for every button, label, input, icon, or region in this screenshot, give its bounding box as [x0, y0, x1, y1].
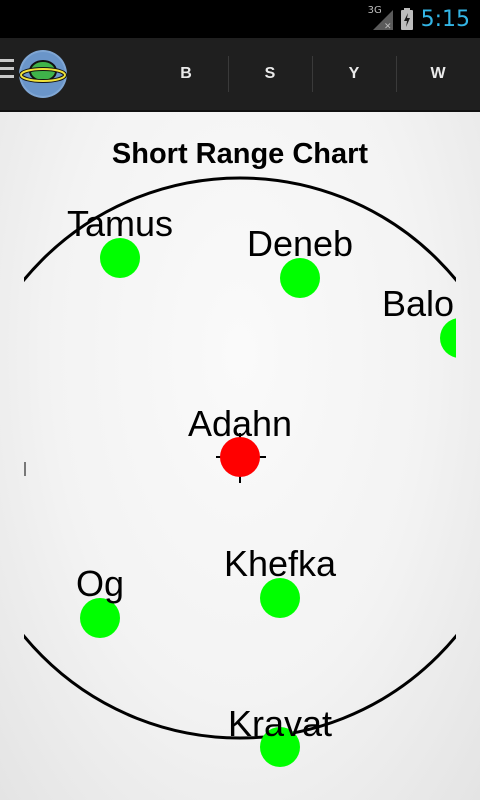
tab-s[interactable]: S — [228, 48, 312, 100]
status-icons: 3G ✕ 5:15 — [367, 5, 470, 32]
system-tamus-marker[interactable] — [100, 238, 140, 278]
svg-text:✕: ✕ — [384, 21, 392, 30]
battery-icon — [400, 8, 413, 30]
system-og-label: Og — [76, 563, 124, 604]
network-type-label: 3G — [367, 5, 382, 16]
system-balo-marker[interactable] — [440, 318, 480, 358]
signal-icon: 3G ✕ — [367, 5, 393, 30]
action-bar: B S Y W — [0, 38, 480, 112]
system-kravat-marker[interactable] — [260, 727, 300, 767]
system-og-marker[interactable] — [80, 598, 120, 638]
system-kravat-label: Kravat — [228, 703, 332, 744]
tab-y[interactable]: Y — [312, 48, 396, 100]
tab-w[interactable]: W — [396, 48, 480, 100]
status-bar: 3G ✕ 5:15 — [0, 0, 480, 38]
system-deneb-marker[interactable] — [280, 258, 320, 298]
planet-icon — [0, 50, 67, 98]
app-home-button[interactable] — [0, 44, 72, 104]
system-deneb-label: Deneb — [247, 223, 353, 264]
chart-title: Short Range Chart — [111, 138, 369, 170]
system-balo-label: Balo — [382, 283, 454, 324]
range-circle — [24, 176, 456, 740]
system-tamus-label: Tamus — [67, 203, 173, 244]
system-khefka-label: Khefka — [224, 543, 337, 584]
tab-b[interactable]: B — [180, 65, 192, 82]
system-khefka-marker[interactable] — [260, 578, 300, 618]
tab-bar: B S Y W — [144, 48, 480, 100]
status-clock: 5:15 — [420, 6, 470, 32]
system-adahn-marker[interactable] — [220, 437, 260, 477]
system-adahn-label: Adahn — [188, 403, 292, 444]
